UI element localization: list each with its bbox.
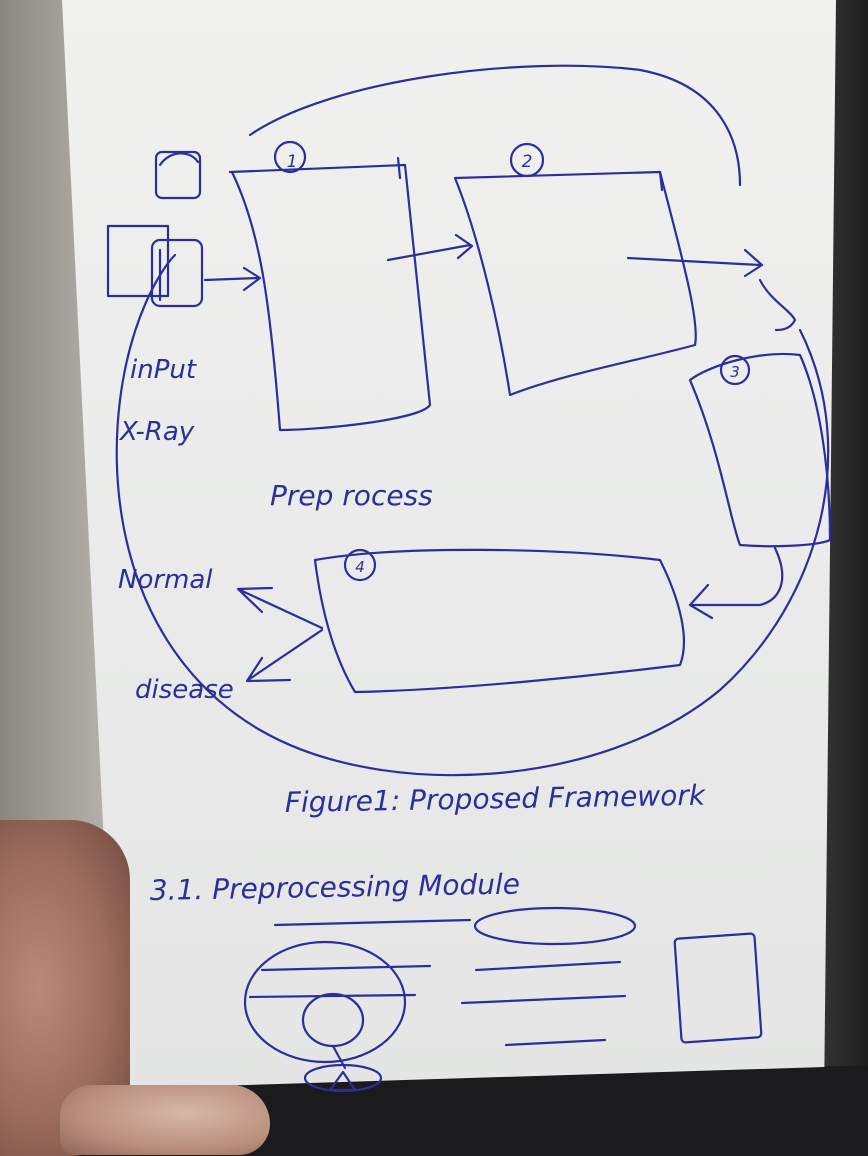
scribble-line-4 <box>474 960 622 972</box>
step3-marker <box>719 354 751 386</box>
scribble-oval-right <box>473 906 637 946</box>
notebook-page <box>62 0 836 1089</box>
step2-marker <box>509 142 545 178</box>
input-label: inPut <box>130 355 197 385</box>
step4-box <box>313 548 686 694</box>
xray-label: X-Ray <box>118 417 195 447</box>
scribble-line-5 <box>460 994 627 1005</box>
scribble-line-3 <box>248 993 417 999</box>
section-heading: 3.1. Preprocessing Module <box>150 868 521 907</box>
step4-number: 4 <box>355 558 365 576</box>
arrow-to-normal <box>236 586 324 630</box>
scribble-oval-left <box>243 940 407 1064</box>
scribble-circle <box>301 992 365 1048</box>
arrow-input-to-step1 <box>203 266 262 292</box>
holding-thumb <box>60 1085 270 1155</box>
figure-caption: Figure1: Proposed Framework <box>285 779 708 819</box>
step3-number: 3 <box>730 363 740 381</box>
step2-box <box>453 170 697 397</box>
step1-box <box>228 163 432 432</box>
arrow-step3-to-step4 <box>688 546 784 620</box>
step1-number: 1 <box>287 152 298 172</box>
normal-label: Normal <box>118 565 213 595</box>
scribble-line-2 <box>260 964 432 972</box>
arrow-step1-to-step2 <box>386 233 474 262</box>
arrow-step2-to-step3 <box>626 248 797 332</box>
step2-number: 2 <box>522 152 533 172</box>
input-xray-square-icon <box>106 224 170 298</box>
step3-box <box>688 353 832 548</box>
scribble-oval-small <box>303 1063 383 1093</box>
step1-marker <box>273 140 307 174</box>
step4-marker <box>343 548 377 582</box>
scribble-rectangle <box>673 932 763 1044</box>
input-small-square-icon <box>154 150 202 200</box>
arrow-to-disease <box>245 628 324 683</box>
preprocess-label: Prep rocess <box>270 479 433 512</box>
scribble-line-1 <box>273 918 472 927</box>
disease-label: disease <box>135 675 234 705</box>
input-xray-overlay-icon <box>150 238 204 308</box>
scribble-line-6 <box>504 1038 607 1047</box>
enclosing-oval <box>115 64 830 777</box>
